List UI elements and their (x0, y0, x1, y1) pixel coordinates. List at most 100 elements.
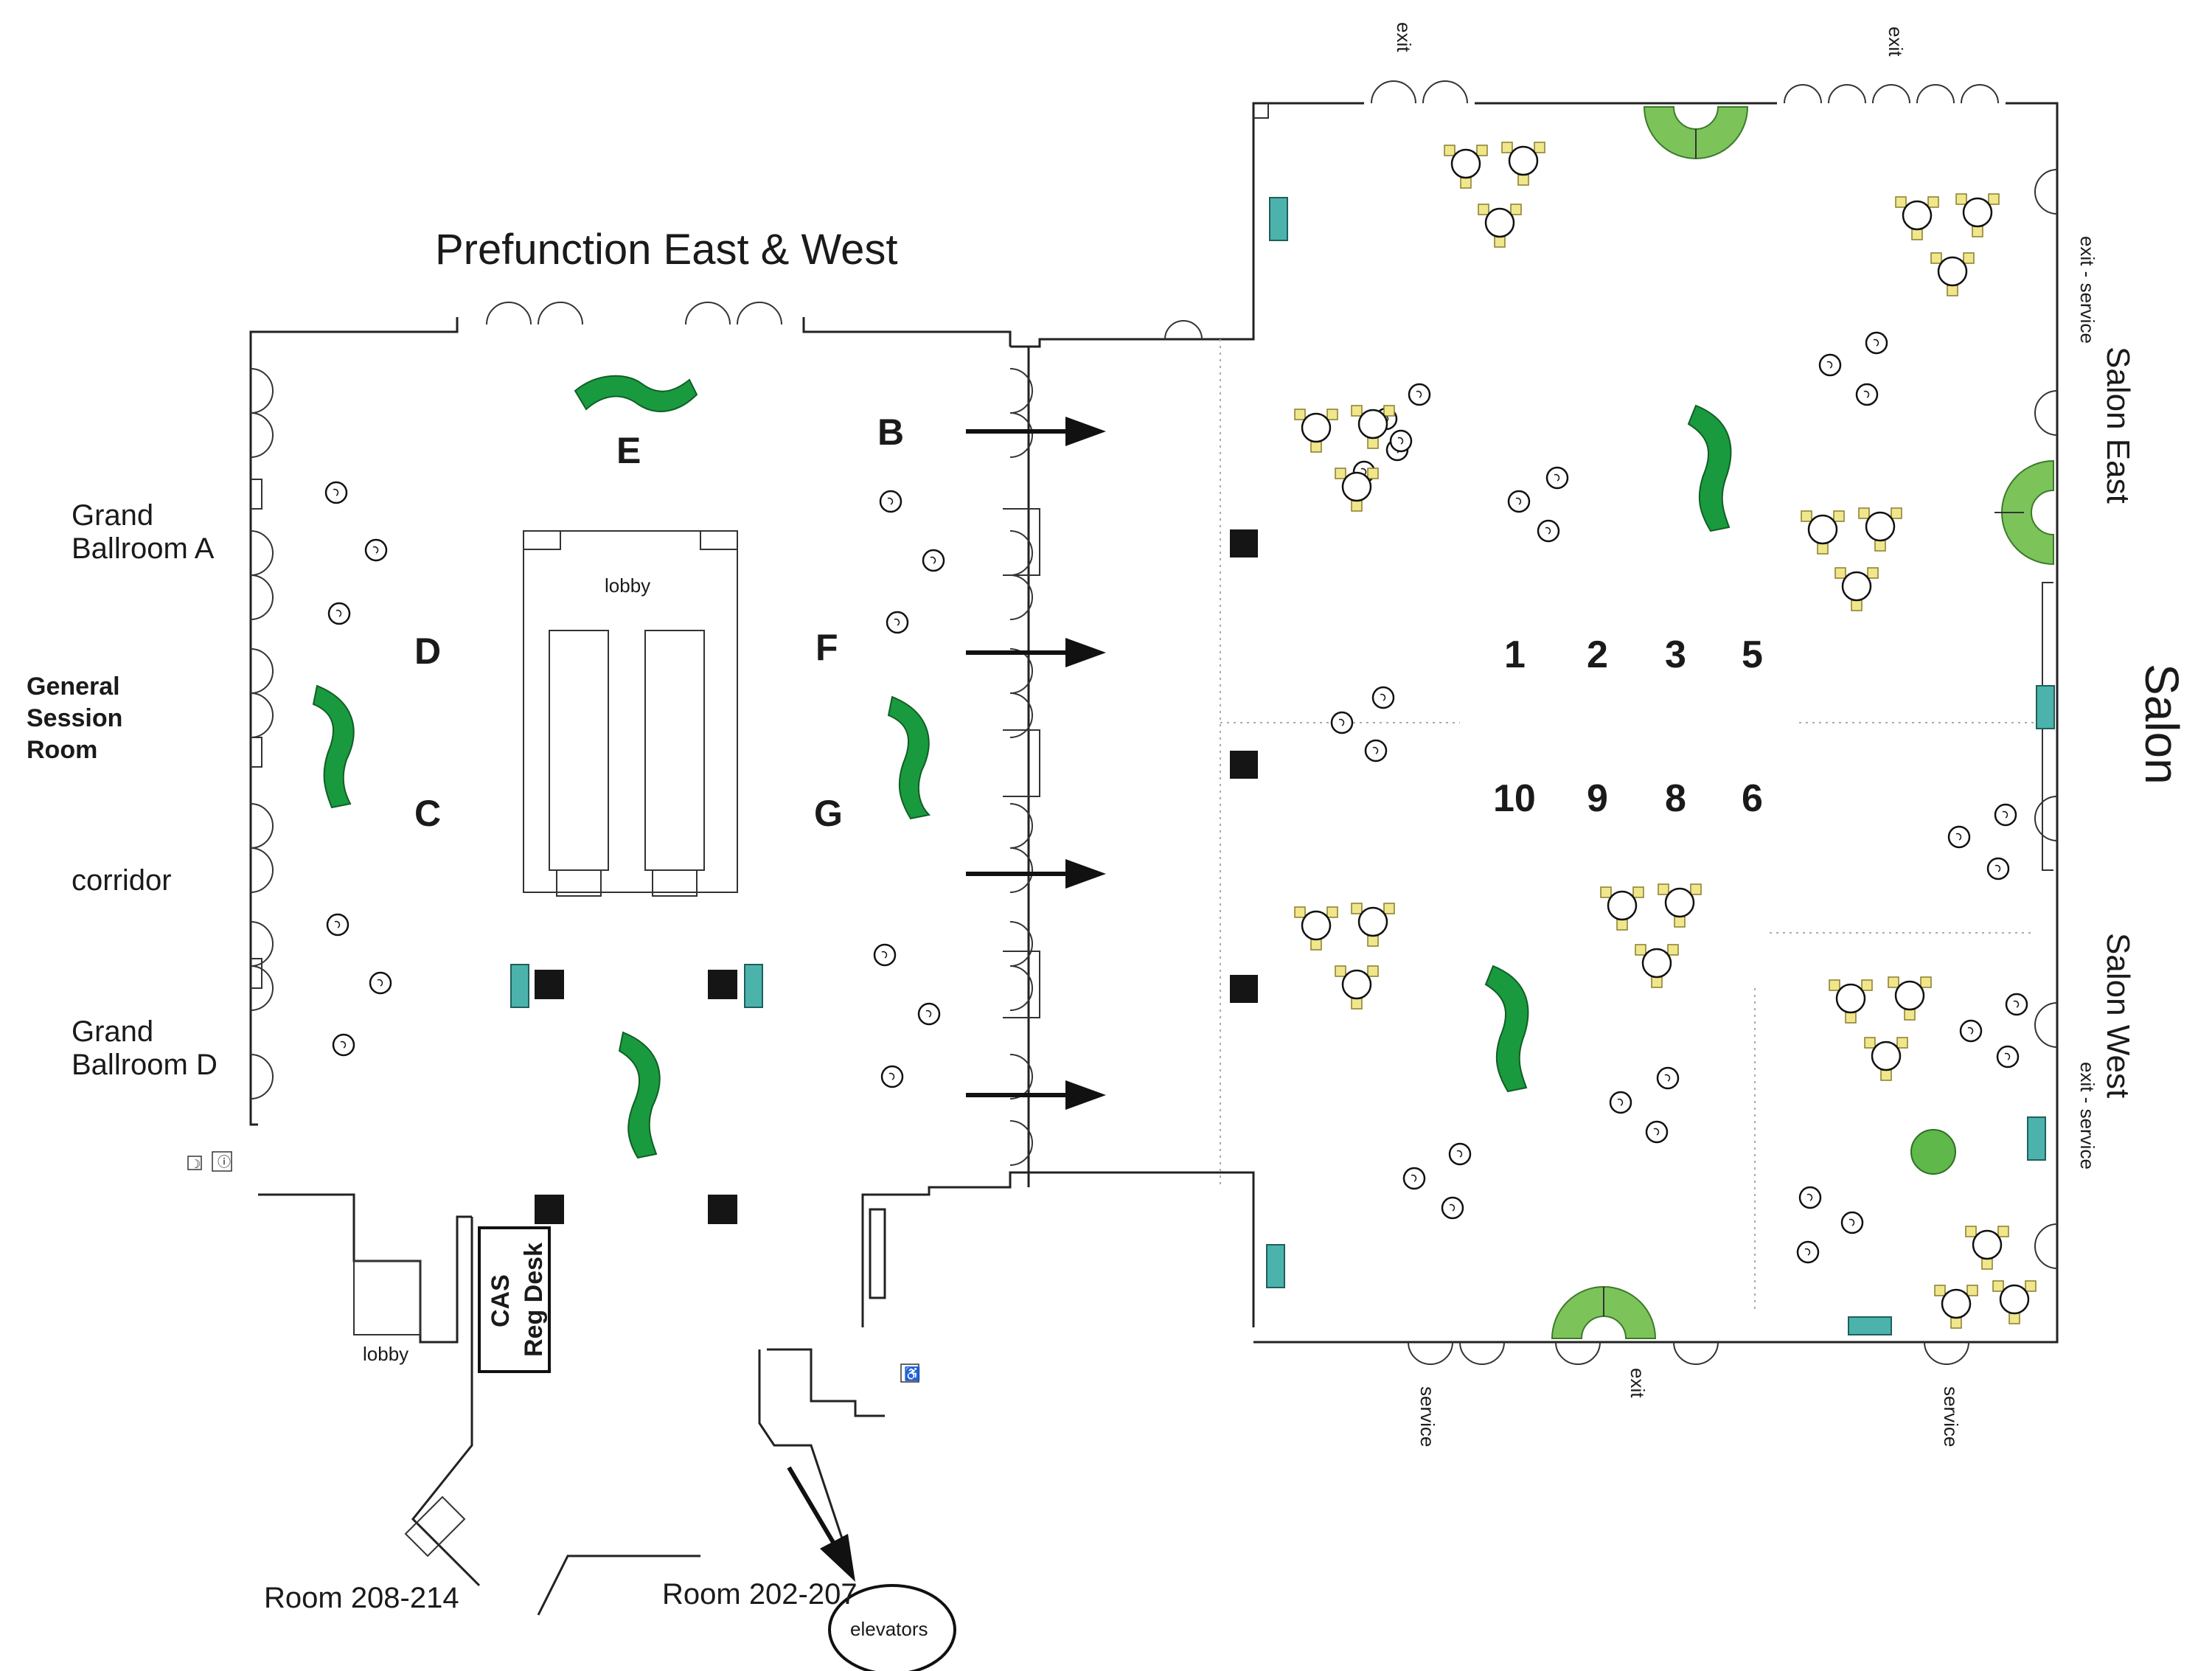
column (1230, 529, 1258, 557)
arrow-east (966, 638, 1106, 667)
cocktail-table (1798, 1186, 1822, 1209)
booth-number: 2 (1587, 633, 1608, 676)
round-table (1955, 193, 2000, 237)
teal-table (1848, 1316, 1892, 1335)
direction-arrows (787, 417, 1106, 1582)
teal-table (2036, 685, 2055, 729)
cocktail-table (917, 1002, 941, 1026)
zone-letter-d: D (414, 630, 441, 672)
chair (1833, 510, 1845, 522)
restroom-icons: ☽ ⓘ ♿ (187, 1151, 920, 1383)
arrow-to-elevators (787, 1466, 855, 1582)
chair (1310, 939, 1322, 951)
chair (1861, 979, 1873, 991)
zone-letter-c: C (414, 793, 441, 834)
column (535, 1195, 564, 1224)
round-table (1444, 145, 1488, 189)
chair (1966, 1285, 1978, 1296)
info-icon (212, 1151, 232, 1172)
serving-station (1484, 965, 1529, 1093)
door-label-exit-service: exit - service (2076, 1062, 2098, 1170)
chair (1478, 204, 1489, 215)
chair (1351, 998, 1363, 1010)
round-table (1930, 252, 1975, 296)
chair (2025, 1280, 2037, 1292)
round-table (1351, 903, 1395, 947)
walls (249, 80, 2059, 1616)
chair (1367, 935, 1379, 947)
round-table (1934, 1285, 1978, 1329)
cocktail-table (364, 538, 388, 562)
chair (1927, 196, 1939, 208)
serving-station (1687, 404, 1732, 532)
round-table (1895, 196, 1939, 240)
label-ballroom-a: Ballroom A (72, 532, 215, 565)
cocktail-table (1537, 519, 1560, 543)
booth-number: 1 (1504, 633, 1526, 676)
chair (1874, 540, 1886, 552)
label-salon-east: Salon East (2100, 347, 2136, 504)
column (1230, 975, 1258, 1003)
chair (1383, 903, 1395, 914)
cocktail-table (1545, 466, 1569, 490)
chair (1690, 883, 1702, 895)
arrow-east (966, 859, 1106, 889)
round-table (1864, 1037, 1908, 1081)
cocktail-table (879, 490, 902, 513)
cocktail-tables (324, 331, 2028, 1264)
chair (1501, 142, 1513, 153)
chair (1534, 142, 1545, 153)
chair (1829, 979, 1840, 991)
chair (1981, 1258, 1993, 1270)
door-label-service: service (1940, 1386, 1962, 1447)
cocktail-table (886, 611, 909, 634)
chair (1294, 409, 1306, 420)
elevators-oval (828, 1584, 956, 1671)
chair (1326, 906, 1338, 918)
label-ballroom-a: Grand (72, 499, 153, 532)
map-title: Prefunction East & West (435, 226, 898, 274)
zone-letter-e: E (616, 430, 641, 471)
cocktail-table (1609, 1091, 1632, 1114)
cocktail-table (1855, 383, 1879, 406)
round-table (1829, 979, 1873, 1024)
chair (1367, 468, 1379, 479)
teal-table (1266, 1244, 1285, 1288)
cocktail-table (1986, 857, 2010, 880)
serving-station (618, 1031, 661, 1159)
chair (1351, 500, 1363, 512)
label-general-session: General (27, 673, 120, 701)
chair (1891, 507, 1902, 519)
round-table (1888, 976, 1932, 1021)
round-table (1600, 886, 1644, 931)
chair (1911, 229, 1923, 240)
cocktail-table (1441, 1196, 1464, 1220)
cocktail-table (1408, 383, 1431, 406)
cocktail-table (1371, 686, 1395, 709)
chair (1845, 1012, 1857, 1024)
chair (1851, 600, 1863, 611)
chair (1896, 1037, 1908, 1049)
chair (1947, 285, 1958, 296)
chair (1294, 906, 1306, 918)
round-table (1501, 142, 1545, 186)
round-tables (1294, 142, 2037, 1329)
chair (1476, 145, 1488, 156)
chair (1326, 409, 1338, 420)
cocktail-table (1996, 1045, 2020, 1069)
chair (1972, 226, 1983, 237)
cocktail-table (1959, 1019, 1983, 1043)
cocktail-table (327, 602, 351, 625)
column (708, 970, 737, 999)
round-table (1478, 204, 1522, 248)
label-room-202: Room 202-207 (662, 1578, 858, 1611)
label-salon-west: Salon West (2100, 933, 2136, 1098)
cocktail-table (1389, 429, 1413, 453)
chair (1667, 944, 1679, 956)
chair (1950, 1317, 1962, 1329)
chair (1801, 510, 1812, 522)
booth-number: 3 (1665, 633, 1686, 676)
booth-number: 8 (1665, 777, 1686, 820)
booth-number: 6 (1742, 777, 1763, 820)
label-elevators: elevators (850, 1618, 928, 1640)
